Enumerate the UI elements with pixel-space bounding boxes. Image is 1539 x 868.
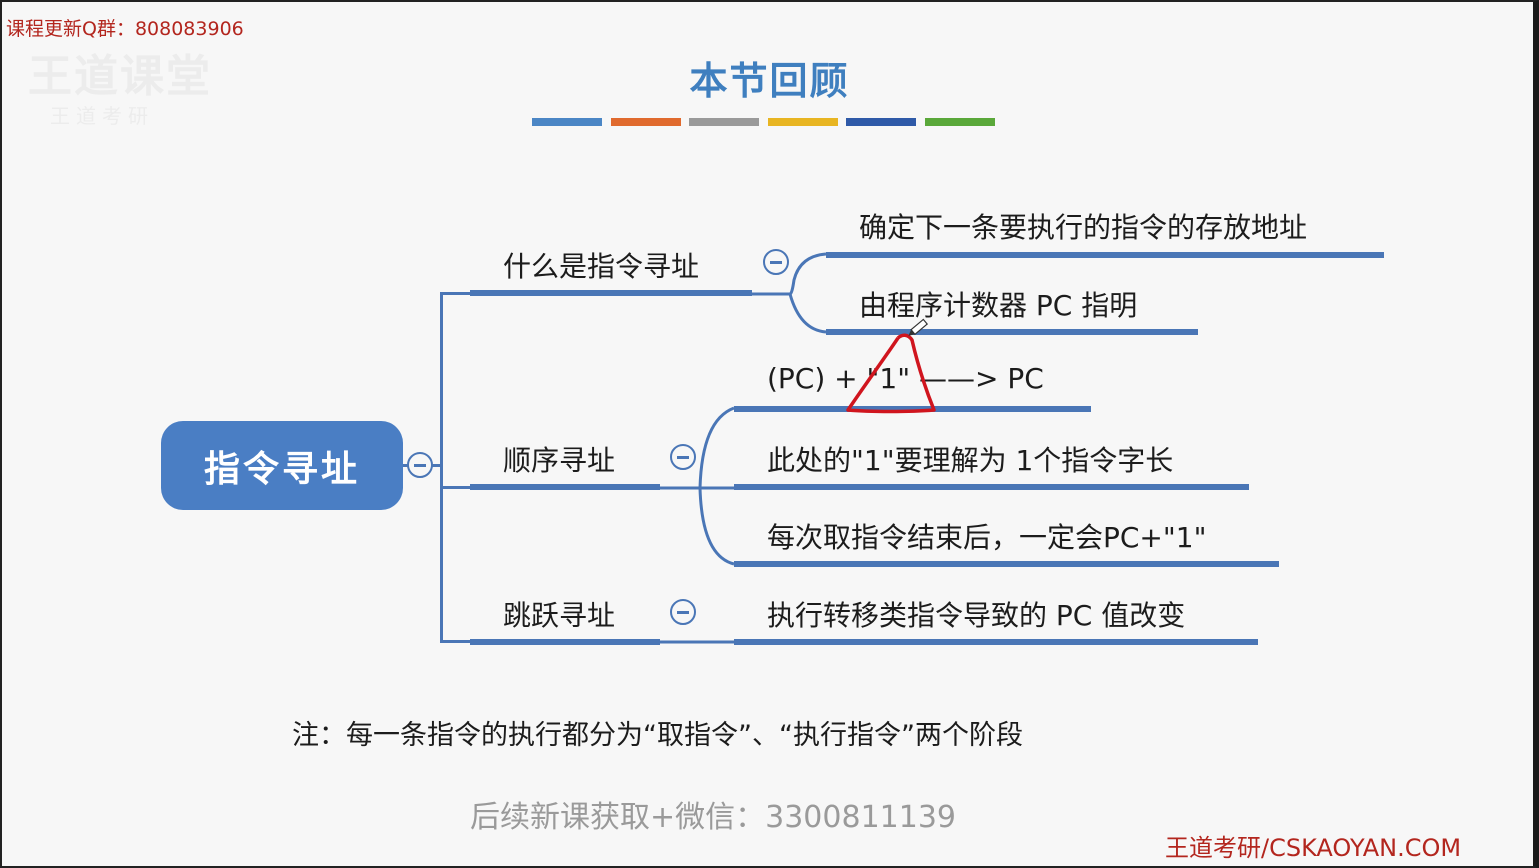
slide-title: 本节回顾 [689,59,850,103]
branch-3-collapse-toggle[interactable] [670,599,696,625]
root-node: 指令寻址 [161,421,403,510]
root-collapse-toggle[interactable] [407,452,433,478]
title-stripe-1 [532,118,602,126]
leaf-jump-changes-pc: 执行转移类指令导致的 PC 值改变 [767,599,1186,632]
leaf-determine-next-address: 确定下一条要执行的指令的存放地址 [859,211,1308,244]
logo-watermark-sub: 王道考研 [50,104,154,128]
branch-1-collapse-toggle[interactable] [763,249,789,275]
site-watermark: 王道考研/CSKAOYAN.COM [1165,834,1462,862]
trunk-connector [440,293,443,642]
curve-1b [788,293,827,334]
footnote: 注：每一条指令的执行都分为“取指令”、“执行指令”两个阶段 [292,720,1023,751]
branch-connector-2 [440,486,472,489]
title-stripe-5 [846,118,916,126]
title-stripe-3 [689,118,759,126]
leaf-pc-indicates: 由程序计数器 PC 指明 [859,289,1138,322]
leaf-underline-2a [734,406,1091,412]
branch-connector-3 [440,640,472,643]
pen-cursor-icon [908,318,929,336]
leaf-one-word-length: 此处的"1"要理解为 1个指令字长 [767,444,1174,477]
branch-label-what-is-addressing: 什么是指令寻址 [503,250,700,283]
branch-connector-1 [440,292,472,295]
wechat-watermark: 后续新课获取+微信：3300811139 [470,800,957,835]
leaf-pc-plus-one: (PC) + "1" ——> PC [767,362,1044,395]
branch-2-collapse-toggle[interactable] [670,444,696,470]
logo-watermark: 王道课堂 [28,51,212,102]
leaf-underline-2c [734,561,1279,567]
branch-label-sequential: 顺序寻址 [503,444,616,477]
title-stripe-4 [767,118,838,126]
branch-underline-2 [470,484,660,490]
leaf-underline-1a [826,252,1384,258]
branch-underline-3 [470,639,660,645]
leaf-after-fetch-pc-plus-one: 每次取指令结束后，一定会PC+"1" [767,521,1207,554]
leaf-underline-1b [826,329,1198,335]
branch-label-jump: 跳跃寻址 [503,599,616,632]
leaf-underline-3a [734,639,1258,645]
title-stripe-6 [924,118,995,126]
curve-2c [698,487,735,566]
leaf-underline-2b [734,484,1249,490]
title-stripe-2 [610,118,681,126]
curve-2a [660,406,735,490]
red-triangle-annotation [846,333,936,414]
curve-1a [752,252,827,296]
qq-group-watermark: 课程更新Q群：808083906 [6,18,244,40]
branch-underline-1 [470,290,752,296]
